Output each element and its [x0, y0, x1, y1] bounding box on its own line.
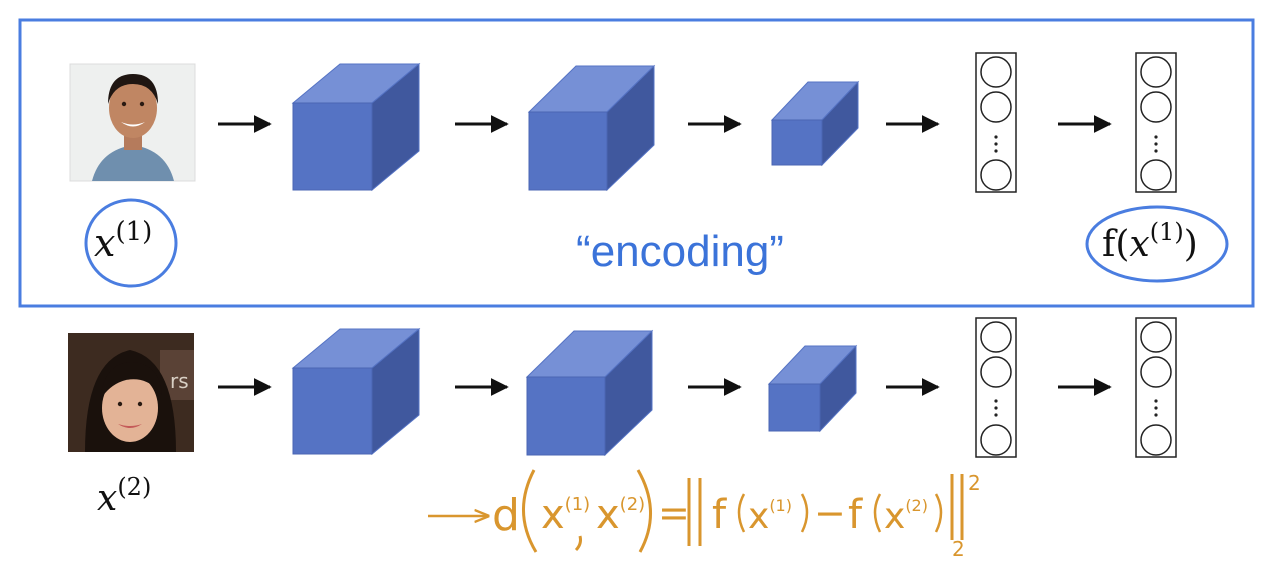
formula-x1: x(1) — [541, 492, 590, 538]
formula-fx1: x(1) — [748, 496, 792, 537]
conv-volume-small-r2 — [767, 344, 858, 433]
x1-label: x(1) — [94, 217, 152, 265]
f2-close-paren — [934, 493, 943, 533]
svg-text:rs: rs — [170, 369, 189, 393]
conv-volume-r1-1 — [291, 62, 421, 192]
fc-vector-r2 — [975, 317, 1017, 458]
formula-f2: f — [848, 492, 863, 538]
fx1-highlight-ellipse — [1085, 205, 1229, 283]
f1-open-paren — [737, 493, 746, 533]
norm-subscript: 2 — [952, 537, 965, 561]
face-photo-1 — [69, 63, 196, 182]
fx1-label: f(x(1)) — [1102, 218, 1198, 265]
formula-d: d — [492, 490, 520, 541]
formula-fx2: x(2) — [884, 496, 928, 537]
encoding-vector-r2 — [1135, 317, 1177, 458]
encoding-label: “encoding” — [576, 227, 784, 276]
formula-left-paren — [522, 469, 538, 553]
encoding-vector-r1 — [1135, 52, 1177, 193]
conv-volume-r2-1 — [291, 327, 421, 456]
formula-comma — [574, 535, 582, 552]
formula-minus: − — [814, 491, 846, 535]
x2-label: x(2) — [97, 473, 151, 519]
formula-x2: x(2) — [596, 492, 645, 538]
face-photo-2: rs — [68, 333, 194, 452]
encoding-frame — [18, 18, 1255, 308]
f2-open-paren — [873, 493, 882, 533]
distance-formula: d x(1) x(2) = f x(1) − f x(2) 2 2 — [428, 469, 981, 561]
fc-vector-r1 — [975, 52, 1017, 193]
norm-superscript: 2 — [968, 471, 981, 495]
conv-volume-r1-2 — [527, 64, 656, 192]
x1-highlight-circle — [84, 198, 178, 288]
conv-volume-small-r1 — [770, 80, 860, 167]
f1-close-paren — [800, 493, 809, 533]
formula-right-paren — [636, 469, 652, 553]
conv-volume-r2-2 — [525, 329, 654, 457]
formula-equals: = — [658, 491, 690, 535]
formula-f1: f — [712, 492, 727, 538]
